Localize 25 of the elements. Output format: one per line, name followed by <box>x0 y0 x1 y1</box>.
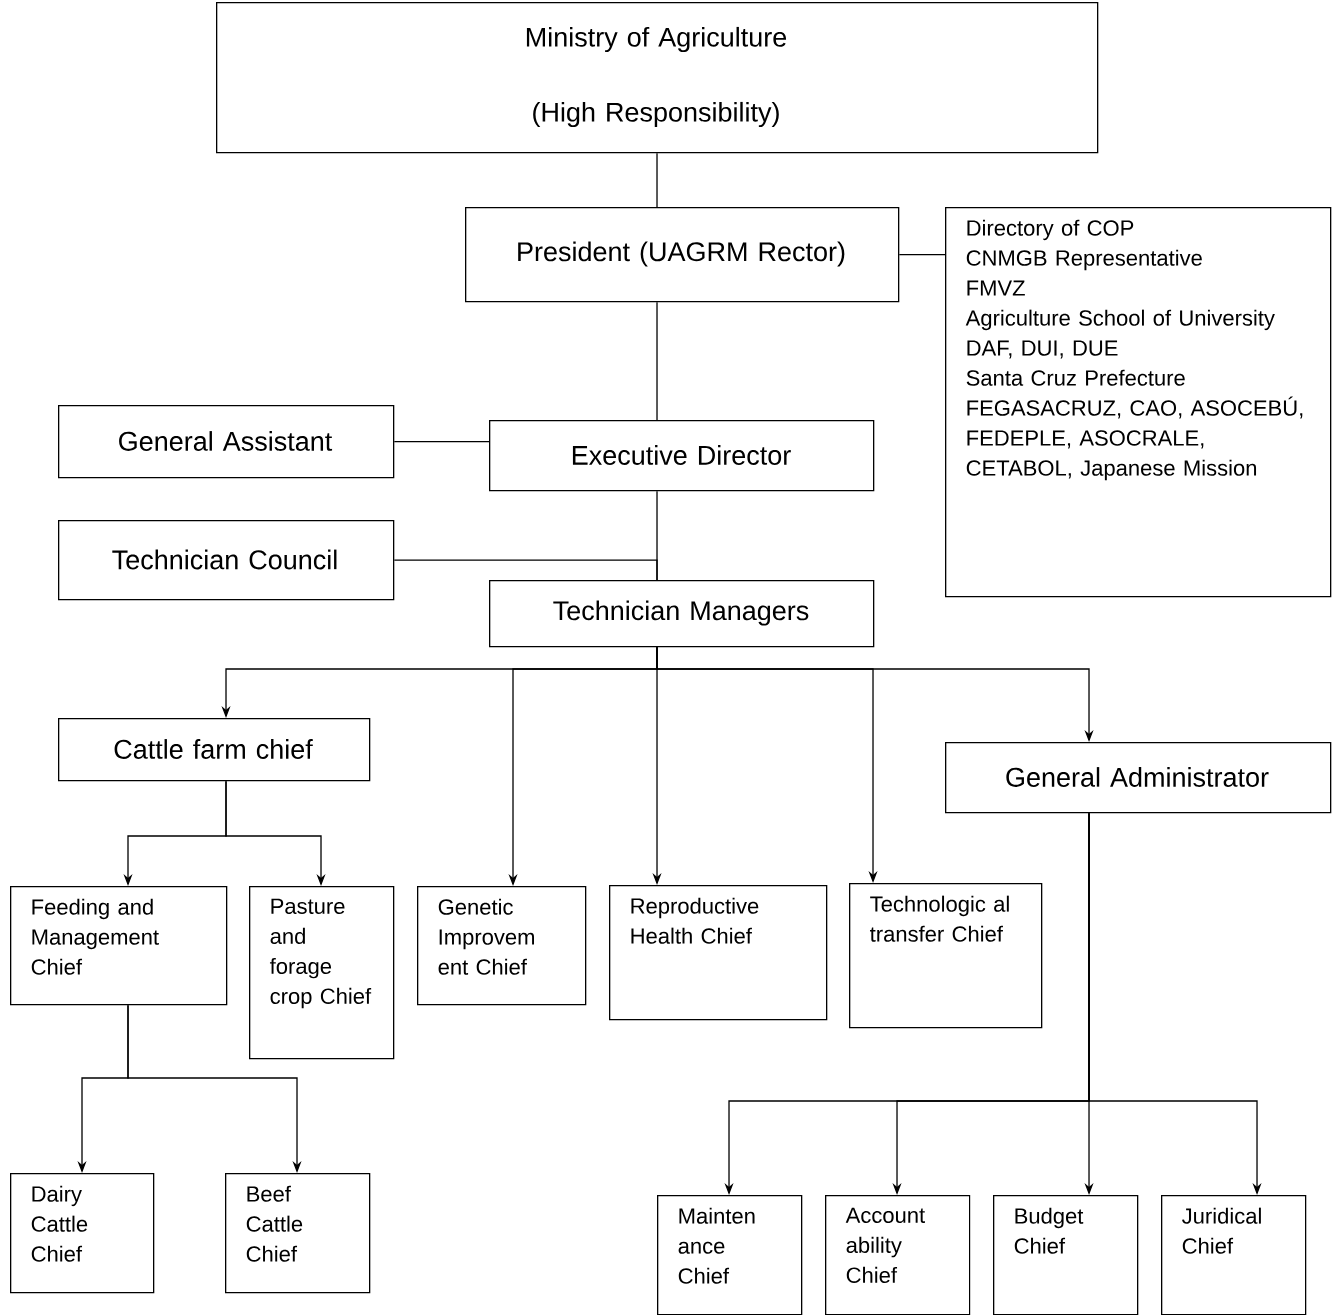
org-box: Budget Chief <box>993 1195 1139 1315</box>
member-list-box: Directory of COP CNMGB Representative FMVZ Agriculture School of University DAF, DUI, DUE Santa Cruz Prefecture FEGASACRUZ, CAO, ASOCEBÚ, FEDEPLE, ASOCRALE, CETABOL, Japanese Mission <box>945 207 1332 598</box>
org-box: General Administrator <box>945 742 1332 814</box>
org-box: Pasture and forage crop Chief <box>249 886 395 1060</box>
org-box: President (UAGRM Rector) <box>465 207 900 303</box>
org-box: Beef Cattle Chief <box>225 1173 371 1294</box>
org-box: Dairy Cattle Chief <box>10 1173 155 1294</box>
connector <box>656 152 658 208</box>
org-box: Ministry of Agriculture (High Responsibility) <box>216 2 1099 154</box>
org-box: Genetic Improvem ent Chief <box>417 886 587 1006</box>
connector <box>393 559 658 581</box>
org-box: Cattle farm chief <box>58 718 371 782</box>
org-box: General Assistant <box>58 405 395 479</box>
org-box: Mainten ance Chief <box>657 1195 803 1315</box>
connector <box>656 301 658 421</box>
org-box: Technician Managers <box>489 580 875 648</box>
org-box: Technician Council <box>58 520 395 601</box>
org-box: Technologic al transfer Chief <box>849 883 1043 1029</box>
org-box: Feeding and Management Chief <box>10 886 228 1006</box>
org-box: Juridical Chief <box>1161 1195 1307 1315</box>
org-box: Reproductive Health Chief <box>609 885 828 1021</box>
org-box: Account ability Chief <box>825 1195 971 1315</box>
org-box: Executive Director <box>489 420 875 492</box>
connector <box>898 254 946 256</box>
connector <box>393 441 490 443</box>
